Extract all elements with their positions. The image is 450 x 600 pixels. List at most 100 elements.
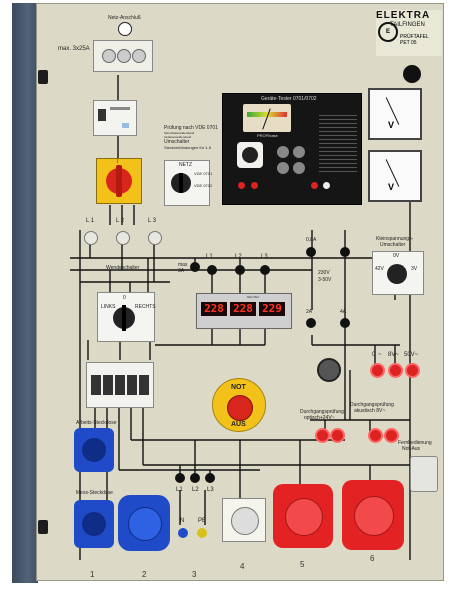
voltmeter-1-unit: V: [388, 120, 395, 130]
phase-fuse-3[interactable]: [260, 265, 270, 275]
breaker-4[interactable]: [127, 375, 137, 395]
fuse-small-sub: 3A: [178, 268, 185, 274]
trafo-knob[interactable]: [317, 358, 341, 382]
fern-a: Fernbedienung: [398, 440, 432, 446]
tester-knob-3[interactable]: [277, 162, 289, 174]
measure-socket[interactable]: [74, 500, 114, 548]
cee-blue-socket[interactable]: [118, 495, 170, 551]
brand-name: ELEKTRA: [376, 10, 431, 21]
schuko-socket[interactable]: [222, 498, 266, 542]
test-info: Prüfung nach VDE 0701 Schutzleiterwiders…: [164, 125, 218, 159]
fuse-4a[interactable]: [340, 318, 350, 328]
dpruef1-a: Durchgangsprüfung: [300, 409, 344, 415]
remote-stop-connector[interactable]: [410, 456, 438, 492]
tester-knob-2[interactable]: [293, 146, 305, 158]
tester-knob-1[interactable]: [277, 146, 289, 158]
vde-handle: [179, 173, 183, 193]
klemm-left: 42V: [375, 266, 384, 272]
tester-jack-2[interactable]: [251, 182, 258, 189]
term-l2-label: L2: [192, 487, 199, 493]
dc-label-50v: 50V~: [404, 352, 419, 358]
tester-brand: PROFIbase: [257, 133, 278, 138]
estop-bottom: AUS: [231, 421, 246, 428]
dpruef2-a: Durchgangsprüfung: [350, 402, 394, 408]
door-latch-bottom[interactable]: [38, 520, 48, 534]
rail-label-2: L 2: [116, 218, 125, 224]
phase-fuse-2[interactable]: [235, 265, 245, 275]
model-line-1: PRÜFTAFEL: [400, 34, 429, 40]
fuse-small[interactable]: [190, 262, 200, 272]
term-pe[interactable]: [197, 528, 207, 538]
low-voltage-switch[interactable]: 42V 3V 0V: [372, 251, 424, 295]
wende-handle: [122, 305, 126, 331]
cont-jack-2[interactable]: [330, 428, 345, 443]
cont-jack-4[interactable]: [384, 428, 399, 443]
work-socket[interactable]: [74, 428, 114, 472]
rcd-label-strip: [110, 107, 130, 110]
measure-socket-face: [82, 512, 106, 536]
tester-knob-4[interactable]: [293, 162, 305, 174]
estop-button[interactable]: [227, 395, 253, 421]
brand-sub: TAILFINGEN: [390, 22, 425, 28]
cont-jack-1[interactable]: [315, 428, 330, 443]
fuse-08[interactable]: [306, 247, 316, 257]
voltmeter-2: V: [368, 150, 422, 202]
klemm-knob[interactable]: [387, 264, 407, 284]
term-l1-label: L1: [176, 487, 183, 493]
fuse-08b[interactable]: [340, 247, 350, 257]
vde-left: VDE 0701: [194, 171, 213, 176]
brand-logo: E: [378, 22, 398, 42]
bottom-num-6: 6: [370, 554, 375, 563]
phase-label-2: L2: [235, 254, 242, 260]
rcd-test-button[interactable]: [122, 123, 129, 128]
rcd-lever[interactable]: [98, 109, 106, 121]
fuse-cap-3[interactable]: [132, 49, 146, 63]
klemm-title-1: Kleinspannungs-: [376, 236, 414, 242]
breaker-2[interactable]: [103, 375, 113, 395]
jack-0[interactable]: [370, 363, 385, 378]
fuse-cap-1[interactable]: [102, 49, 116, 63]
dc-label-tilde: ~: [378, 352, 382, 358]
cont-jack-3[interactable]: [368, 428, 383, 443]
model-line-2: PET 05: [400, 40, 417, 46]
emergency-stop[interactable]: NOT AUS: [212, 378, 266, 432]
voltage-display: NEUTEC 228 228 229: [196, 293, 292, 329]
wende-right: RECHTS: [135, 304, 156, 310]
vde-switch[interactable]: NETZ VDE 0701 VDE 0702: [164, 160, 213, 206]
phase-fuse-1[interactable]: [207, 265, 217, 275]
breaker-3[interactable]: [115, 375, 125, 395]
cee-red-16a[interactable]: [273, 484, 333, 548]
display-l1: 228: [201, 302, 227, 316]
breaker-1[interactable]: [91, 375, 101, 395]
lamp-l1: [84, 231, 98, 245]
reversing-switch[interactable]: LINKS 0 RECHTS: [97, 292, 156, 342]
term-n[interactable]: [178, 528, 188, 538]
fuse-cap-2[interactable]: [117, 49, 131, 63]
vde-top: NETZ: [179, 162, 193, 168]
tester-jack-3[interactable]: [311, 182, 318, 189]
main-switch-handle: [116, 165, 122, 197]
mains-inlet-icon: [118, 22, 132, 36]
tester-jack-4[interactable]: [323, 182, 330, 189]
bottom-num-4: 4: [240, 562, 245, 571]
bottom-num-2: 2: [142, 570, 147, 579]
wende-left: LINKS: [101, 304, 116, 310]
lamp-l3: [148, 231, 162, 245]
breaker-5[interactable]: [139, 375, 149, 395]
jack-50v[interactable]: [405, 363, 420, 378]
display-brand: NEUTEC: [247, 295, 260, 299]
term-l2[interactable]: [190, 473, 200, 483]
main-switch[interactable]: I: [96, 158, 142, 204]
tester-jack-1[interactable]: [238, 182, 245, 189]
tester-socket[interactable]: [237, 142, 263, 168]
jack-8v[interactable]: [388, 363, 403, 378]
cee-red-32a[interactable]: [342, 480, 404, 550]
dpruef1-b: optisch+24V~: [304, 415, 335, 421]
term-l1[interactable]: [175, 473, 185, 483]
term-l3[interactable]: [205, 473, 215, 483]
breaker-row: [86, 362, 154, 408]
device-tester: Geräte-Tester 0701/0702 PROFIbase: [222, 93, 362, 205]
tester-meter: [243, 104, 291, 132]
fuse-2a[interactable]: [306, 318, 316, 328]
door-latch-top[interactable]: [38, 70, 48, 84]
